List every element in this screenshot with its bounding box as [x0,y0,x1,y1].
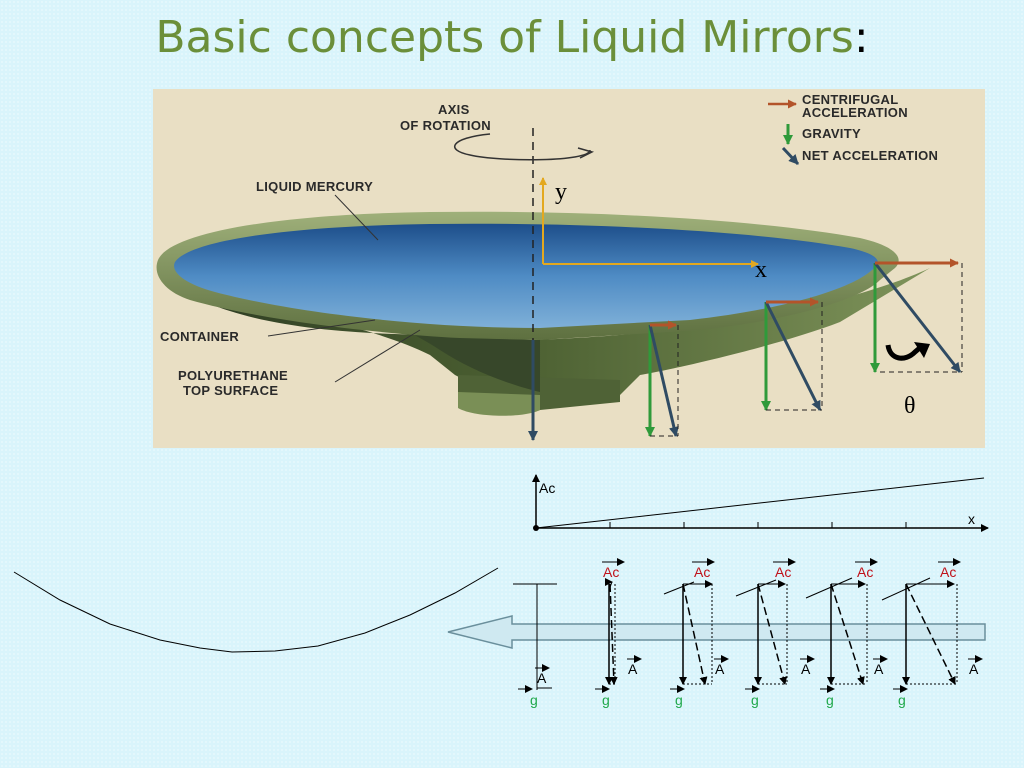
x-axis-label: x [755,257,767,283]
a-label-2: A [715,661,725,677]
legend-centrifugal-2: ACCELERATION [802,105,908,120]
g-label-5: g [898,692,906,708]
page-title: Basic concepts of Liquid Mirrors: [0,12,1024,63]
force-vectors: θ [528,258,963,441]
a-label-5: A [969,661,979,677]
direction-arrow [447,615,986,649]
liquid-mercury-label: LIQUID MERCURY [256,179,373,194]
g-label-0: g [530,692,538,708]
axis-label-2: OF ROTATION [400,118,491,133]
a-label-0: A [537,670,547,686]
ac-label-2: Ac [694,564,710,580]
a-label-4: A [874,661,884,677]
legend-centrifugal-1: CENTRIFUGAL [802,92,898,107]
a-label-3: A [801,661,811,677]
theta-label: θ [904,393,916,419]
liquid-mercury-surface [174,223,878,328]
polyurethane-label-1: POLYURETHANE [178,368,288,383]
polyurethane-label-2: TOP SURFACE [183,383,278,398]
ac-label-3: Ac [775,564,791,580]
ac-vs-x-graph: Ac x [532,474,989,532]
title-text: Basic concepts of Liquid Mirrors [155,12,854,63]
legend-gravity-label: GRAVITY [802,126,861,141]
ac-label-5: Ac [940,564,956,580]
figure-legend: CENTRIFUGAL ACCELERATION GRAVITY NET ACC… [768,92,938,166]
parabolic-profile-curve [13,567,499,653]
graph-ac-line [535,477,985,529]
legend-net-label: NET ACCELERATION [802,148,938,163]
vector-diagrams: Ac Ac Ac Ac Ac A A A A A A g g g g g g [513,558,983,708]
theta-arc-arrow [885,344,924,361]
g-label-3: g [751,692,759,708]
graph-y-label: Ac [539,480,555,496]
a-label-1: A [628,661,638,677]
legend-net-arrow [781,146,800,166]
ac-label-1: Ac [603,564,619,580]
container-label: CONTAINER [160,329,239,344]
axis-label-1: AXIS [438,102,470,117]
y-axis-label: y [555,179,567,205]
container-body [168,268,930,398]
ac-label-4: Ac [857,564,873,580]
g-label-4: g [826,692,834,708]
liquid-mirror-figure: y x AXIS OF ROTATION LIQUID MERCURY CONT… [153,89,985,448]
g-label-1: g [602,692,610,708]
g-label-2: g [675,692,683,708]
rotation-arrow [454,133,591,161]
title-colon: : [853,12,869,63]
graph-x-label: x [968,511,975,527]
